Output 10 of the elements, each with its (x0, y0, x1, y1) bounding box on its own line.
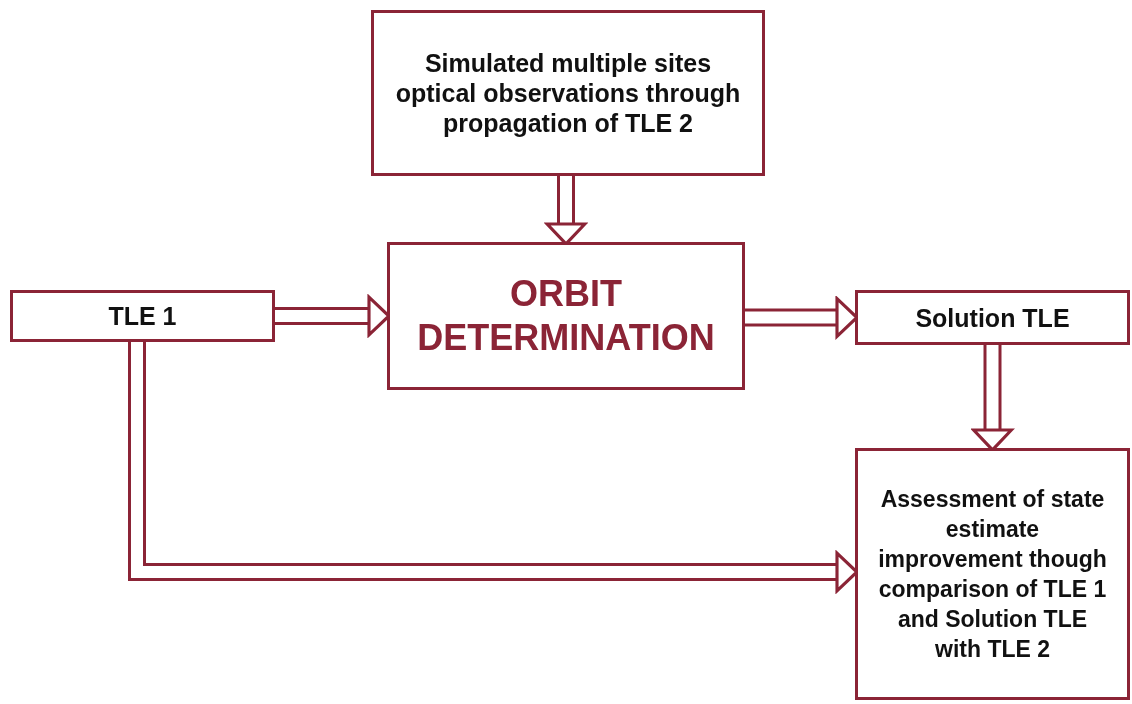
process-box (10, 290, 275, 342)
process-box (387, 242, 745, 390)
box-label: ORBIT DETERMINATION (416, 272, 716, 360)
box-label: Assessment of state estimate improvement though comparison of TLE 1 and Solution TLE with TLE 2 (877, 485, 1108, 664)
process-box (855, 448, 1130, 700)
process-box (855, 290, 1130, 345)
box-label: Simulated multiple sites optical observations through propagation of TLE 2 (394, 48, 742, 138)
box-label: Solution TLE (914, 302, 1071, 333)
process-box (371, 10, 765, 176)
box-label: TLE 1 (107, 301, 178, 331)
